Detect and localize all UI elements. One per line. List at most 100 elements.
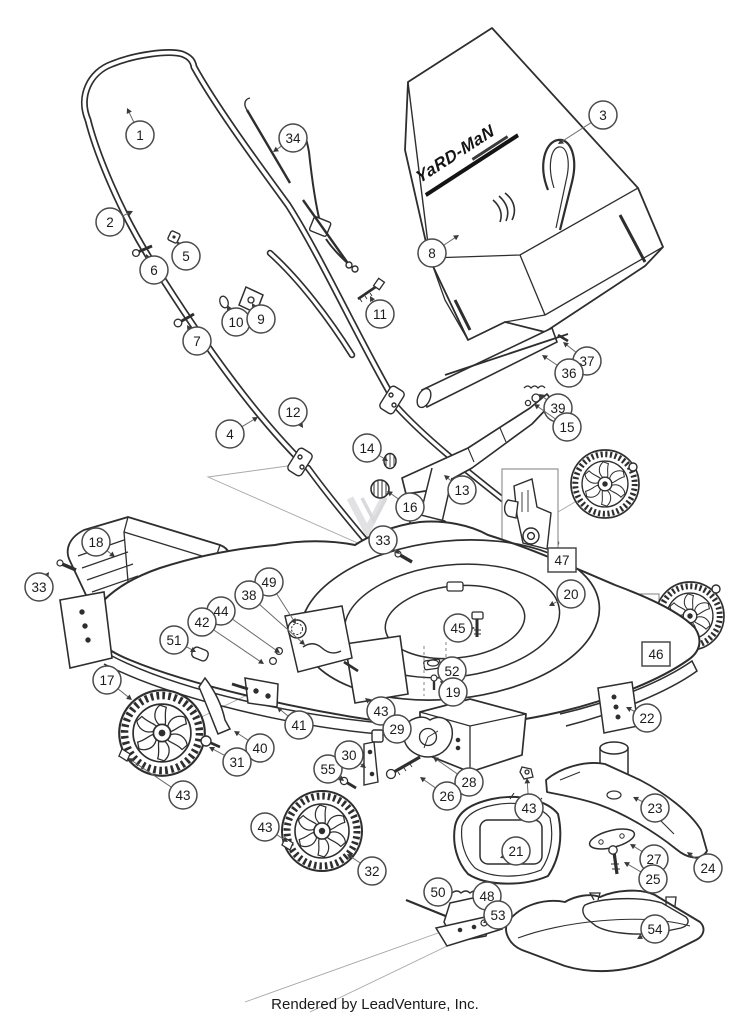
svg-text:36: 36 <box>561 366 576 381</box>
callout-13[interactable]: 13 <box>444 475 477 505</box>
callout-33-23[interactable]: 33 <box>24 572 54 602</box>
callout-40[interactable]: 40 <box>234 731 275 763</box>
svg-text:39: 39 <box>550 401 565 416</box>
mower-deck <box>59 520 701 773</box>
svg-text:26: 26 <box>439 789 454 804</box>
callout-32[interactable]: 32 <box>347 854 387 886</box>
callout-20[interactable]: 20 <box>549 579 586 609</box>
svg-text:12: 12 <box>285 405 300 420</box>
callout-29[interactable]: 29 <box>382 714 412 744</box>
callout-43-44[interactable]: 43 <box>128 758 198 810</box>
svg-text:43: 43 <box>521 801 536 816</box>
svg-text:55: 55 <box>320 762 335 777</box>
callout-23[interactable]: 23 <box>633 793 670 823</box>
svg-text:41: 41 <box>291 718 306 733</box>
svg-text:6: 6 <box>150 263 158 278</box>
blade-assembly <box>545 741 708 875</box>
callout-31[interactable]: 31 <box>209 747 252 777</box>
callout-25[interactable]: 25 <box>624 862 668 894</box>
callout-22[interactable]: 22 <box>626 703 662 733</box>
svg-text:53: 53 <box>490 908 505 923</box>
callout-17[interactable]: 17 <box>92 665 132 700</box>
callout-47[interactable]: 47 <box>547 547 577 573</box>
callout-43-46[interactable]: 43 <box>514 778 544 823</box>
watermark-logo-icon <box>346 496 388 539</box>
upper-handle <box>80 49 398 466</box>
svg-text:50: 50 <box>430 885 445 900</box>
callout-24[interactable]: 24 <box>687 852 723 883</box>
callout-38[interactable]: 38 <box>234 580 305 645</box>
callout-52[interactable]: 52 <box>437 656 467 686</box>
svg-text:22: 22 <box>639 711 654 726</box>
rear-wheel-top <box>571 450 639 518</box>
svg-text:1: 1 <box>136 128 144 143</box>
cable-rod <box>244 97 353 269</box>
callout-16[interactable]: 16 <box>387 491 425 522</box>
callout-7[interactable]: 7 <box>182 325 212 356</box>
svg-text:18: 18 <box>88 535 103 550</box>
callout-34[interactable]: 34 <box>273 123 308 153</box>
svg-text:3: 3 <box>599 108 607 123</box>
callout-8[interactable]: 8 <box>417 235 459 268</box>
svg-text:46: 46 <box>648 647 663 662</box>
callout-1[interactable]: 1 <box>125 108 155 150</box>
svg-text:11: 11 <box>373 307 387 322</box>
callout-43-45[interactable]: 43 <box>250 812 288 842</box>
svg-text:51: 51 <box>166 633 181 648</box>
nut-43-right <box>519 766 534 780</box>
rear-plate-22 <box>597 681 639 734</box>
callout-28[interactable]: 28 <box>433 757 484 797</box>
callout-55[interactable]: 55 <box>313 754 344 784</box>
callout-4[interactable]: 4 <box>215 417 258 449</box>
callout-54[interactable]: 54 <box>637 914 670 944</box>
callout-6[interactable]: 6 <box>139 254 169 285</box>
callout-41[interactable]: 41 <box>277 707 314 740</box>
callout-51[interactable]: 51 <box>159 625 196 655</box>
svg-text:8: 8 <box>428 246 436 261</box>
svg-text:15: 15 <box>559 420 574 435</box>
svg-text:7: 7 <box>193 334 201 349</box>
svg-text:47: 47 <box>554 553 569 568</box>
callout-3[interactable]: 3 <box>558 100 618 144</box>
callout-5[interactable]: 5 <box>171 241 201 271</box>
callout-11[interactable]: 11 <box>365 296 395 329</box>
callout-36[interactable]: 36 <box>542 355 584 388</box>
callout-53[interactable]: 53 <box>483 900 513 930</box>
svg-text:48: 48 <box>479 889 494 904</box>
callout-30[interactable]: 30 <box>334 740 366 770</box>
callout-46[interactable]: 46 <box>641 641 671 667</box>
callout-50[interactable]: 50 <box>423 877 453 907</box>
callout-33-20[interactable]: 33 <box>368 525 400 555</box>
svg-text:33: 33 <box>31 580 46 595</box>
callout-26[interactable]: 26 <box>420 777 462 811</box>
callout-18[interactable]: 18 <box>81 527 115 557</box>
callout-2[interactable]: 2 <box>95 207 133 237</box>
callout-10[interactable]: 10 <box>221 305 251 337</box>
callout-14[interactable]: 14 <box>352 433 388 463</box>
callout-15[interactable]: 15 <box>534 404 582 442</box>
callout-45[interactable]: 45 <box>443 613 475 643</box>
callout-42[interactable]: 42 <box>187 607 264 664</box>
callout-9[interactable]: 9 <box>246 303 276 334</box>
rear-deflector <box>505 889 705 973</box>
svg-text:43: 43 <box>257 820 272 835</box>
svg-text:54: 54 <box>647 922 663 937</box>
svg-text:10: 10 <box>228 315 243 330</box>
svg-text:49: 49 <box>261 575 276 590</box>
svg-text:30: 30 <box>341 748 356 763</box>
svg-text:17: 17 <box>99 673 114 688</box>
svg-text:43: 43 <box>373 704 388 719</box>
svg-text:20: 20 <box>563 587 578 602</box>
callout-21[interactable]: 21 <box>500 836 531 866</box>
svg-text:13: 13 <box>454 483 469 498</box>
svg-text:37: 37 <box>579 354 594 369</box>
callout-12[interactable]: 12 <box>278 397 308 428</box>
chute-tube <box>416 326 569 409</box>
svg-text:9: 9 <box>257 312 265 327</box>
callout-19[interactable]: 19 <box>438 677 468 707</box>
svg-text:52: 52 <box>444 664 459 679</box>
svg-text:27: 27 <box>646 852 661 867</box>
svg-text:40: 40 <box>252 741 267 756</box>
svg-text:16: 16 <box>402 500 417 515</box>
